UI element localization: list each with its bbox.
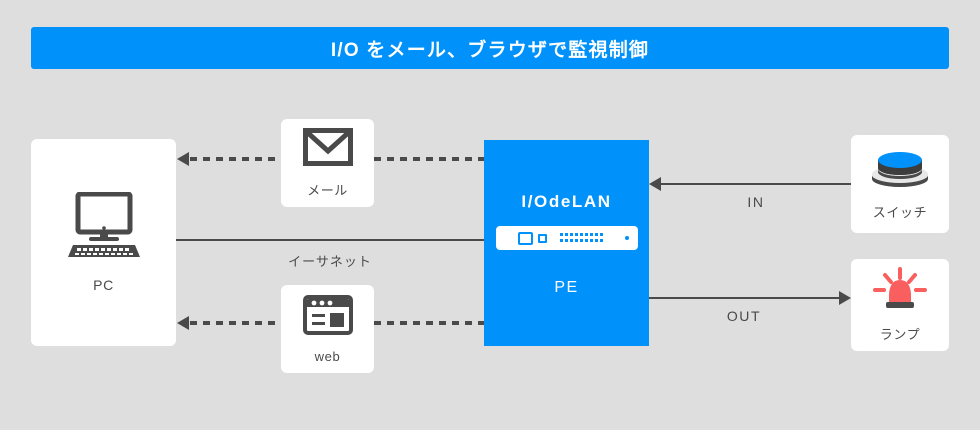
push-button-switch-icon (869, 147, 931, 194)
output-arrowhead-icon (839, 291, 851, 305)
output-line (649, 297, 839, 299)
mail-path-arrowhead-icon (177, 152, 189, 166)
ethernet-line (176, 239, 484, 241)
node-switch[interactable]: スイッチ (851, 135, 949, 233)
device-subtitle: PE (554, 279, 579, 296)
output-label: OUT (726, 308, 762, 324)
node-mail-label: メール (307, 182, 348, 198)
node-iodelan-device[interactable]: I/OdeLAN PE (484, 140, 649, 346)
node-lamp[interactable]: ランプ (851, 259, 949, 351)
node-pc-label: PC (93, 277, 114, 293)
lan-io-module-icon (495, 226, 638, 250)
module-screen-icon (517, 231, 533, 245)
node-web-label: web (314, 348, 341, 364)
rotating-beacon-lamp-icon (872, 267, 928, 318)
input-arrowhead-icon (649, 177, 661, 191)
input-label: IN (747, 194, 765, 210)
module-led-icon (624, 236, 629, 240)
browser-window-icon (302, 294, 353, 340)
module-indicator-icon (537, 233, 547, 243)
banner-title: I/O をメール、ブラウザで監視制御 (330, 39, 650, 61)
module-terminal-dots-icon (559, 232, 604, 244)
web-path-arrowhead-icon (177, 316, 189, 330)
input-line (661, 183, 851, 185)
node-mail[interactable]: メール (281, 119, 374, 207)
title-banner: I/O をメール、ブラウザで監視制御 (31, 27, 949, 69)
mail-path-left-segment (190, 157, 281, 161)
node-web[interactable]: web (281, 285, 374, 373)
envelope-icon (302, 127, 353, 171)
ethernet-label: イーサネット (288, 254, 372, 269)
web-path-right-segment (374, 321, 484, 325)
node-switch-label: スイッチ (872, 205, 928, 220)
mail-path-right-segment (374, 157, 484, 161)
desktop-computer-icon (61, 191, 147, 263)
node-pc[interactable]: PC (31, 139, 176, 346)
device-title: I/OdeLAN (521, 192, 612, 211)
node-lamp-label: ランプ (879, 327, 921, 342)
web-path-left-segment (190, 321, 281, 325)
